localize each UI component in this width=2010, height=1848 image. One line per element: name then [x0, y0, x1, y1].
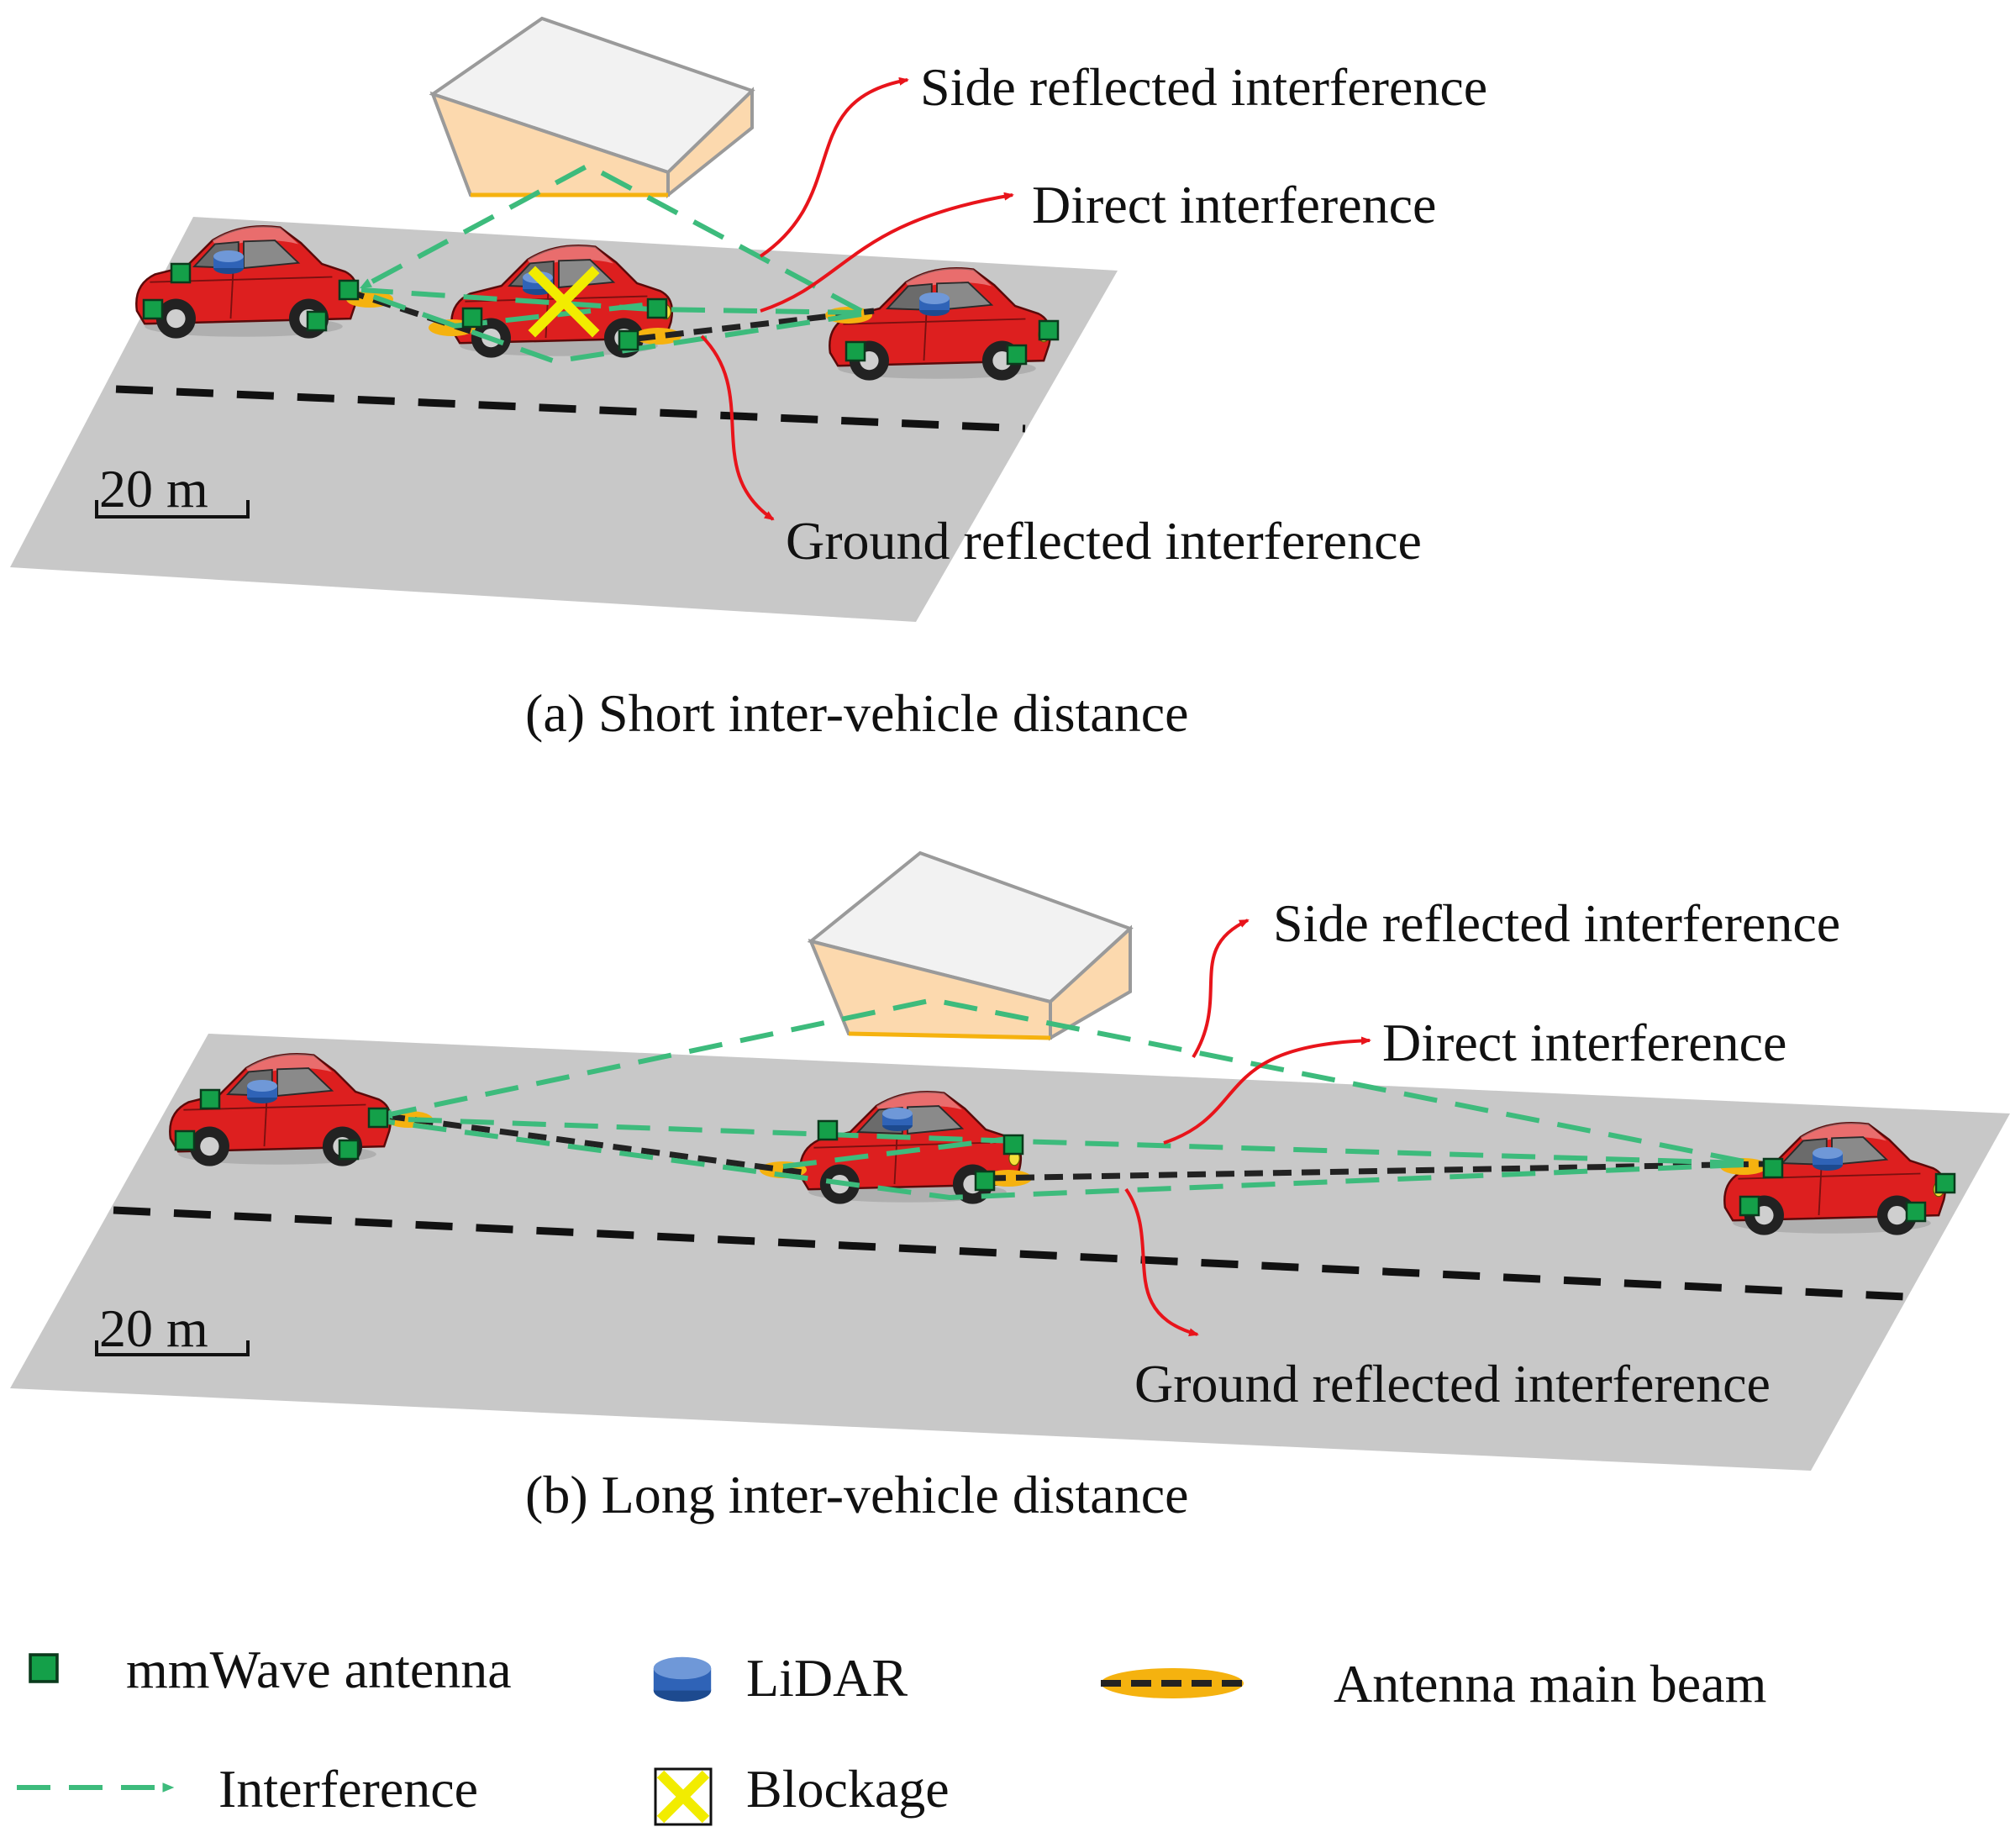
side-reflected-label-b: Side reflected interference — [1273, 893, 1840, 953]
antenna-icon — [817, 1119, 839, 1141]
antenna-icon — [618, 329, 639, 351]
legend-main-beam: Antenna main beam — [1101, 1654, 1766, 1714]
building-a — [429, 16, 755, 199]
side-reflected-label-a: Side reflected interference — [920, 57, 1487, 117]
antenna-icon — [1739, 1195, 1760, 1217]
ground-reflected-label-a: Ground reflected interference — [786, 511, 1422, 571]
antenna-icon — [29, 1653, 59, 1683]
legend-interference: Interference — [17, 1759, 478, 1819]
scale-bar-a: 20 m — [95, 459, 250, 519]
antenna-icon — [974, 1170, 996, 1192]
pointer-arrows-b — [1124, 919, 1371, 1337]
interference-paths-b — [380, 997, 1744, 1201]
lidar-icon — [653, 1656, 712, 1702]
main-beam-b-right — [985, 1158, 1767, 1187]
antenna-icon — [1006, 344, 1028, 366]
antenna-icon — [845, 340, 866, 362]
legend-lidar-label: LiDAR — [746, 1648, 908, 1708]
lidar-icon — [1813, 1147, 1843, 1171]
caption-a: (a) Short inter-vehicle distance — [525, 683, 1189, 743]
lidar-icon — [247, 1080, 277, 1103]
antenna-icon — [1934, 1172, 1956, 1194]
legend-blockage: Blockage — [654, 1759, 950, 1826]
antenna-icon — [461, 307, 483, 329]
antenna-icon — [1762, 1157, 1784, 1179]
legend-interference-label: Interference — [218, 1759, 478, 1819]
antenna-icon — [174, 1129, 196, 1151]
antenna-icon — [142, 298, 164, 320]
antenna-icon — [1038, 319, 1060, 341]
legend-main-beam-label: Antenna main beam — [1334, 1654, 1766, 1714]
antenna-icon — [199, 1088, 221, 1110]
antenna-icon — [1002, 1134, 1024, 1156]
pointer-arrows-a — [700, 76, 1014, 521]
legend-blockage-label: Blockage — [746, 1759, 950, 1819]
antenna-icon — [170, 262, 192, 284]
road-surface-b — [10, 1034, 2010, 1471]
direct-label-a: Direct interference — [1032, 175, 1436, 234]
antenna-icon — [367, 1107, 389, 1129]
antenna-icon — [306, 310, 328, 332]
lidar-icon — [213, 250, 244, 274]
caption-b: (b) Long inter-vehicle distance — [525, 1465, 1189, 1524]
legend-antenna: mmWave antenna — [29, 1640, 512, 1699]
lidar-icon — [919, 292, 950, 316]
direct-label-b: Direct interference — [1382, 1013, 1786, 1072]
lane-divider-a — [115, 385, 1026, 433]
scale-bar-b: 20 m — [95, 1298, 250, 1358]
antenna-icon — [1905, 1201, 1927, 1223]
antenna-icon — [338, 279, 360, 301]
antenna-icon — [338, 1139, 360, 1161]
legend: mmWave antenna LiDAR Antenna main beam I… — [17, 1640, 1766, 1826]
panel-b: 20 m Side reflected interference Direct … — [10, 850, 2010, 1524]
scale-label-b: 20 m — [99, 1298, 208, 1358]
lidar-icon — [882, 1108, 913, 1131]
antenna-icon — [646, 297, 668, 319]
scale-label-a: 20 m — [99, 459, 208, 519]
legend-lidar: LiDAR — [653, 1648, 908, 1708]
panel-a: 20 m Side reflected interference Direct … — [10, 16, 1487, 743]
blockage-icon — [528, 266, 600, 338]
legend-antenna-label: mmWave antenna — [126, 1640, 512, 1699]
ground-reflected-label-b: Ground reflected interference — [1134, 1354, 1771, 1414]
